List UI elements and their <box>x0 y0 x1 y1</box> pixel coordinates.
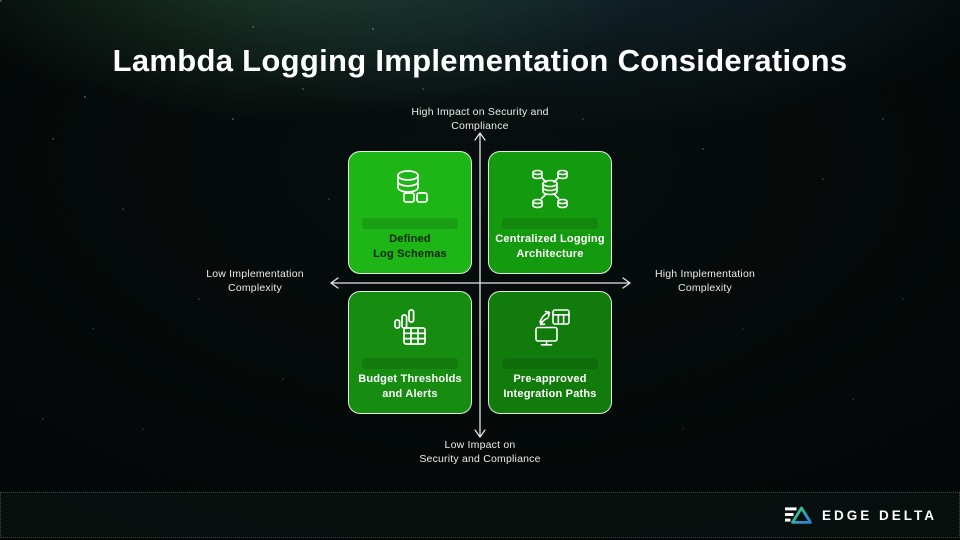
quadrant-card-label: Pre-approved Integration Paths <box>503 373 597 400</box>
axis-label-high-complexity: High Implementation Complexity <box>654 268 756 295</box>
quadrant-card-centralized-logging: Centralized Logging Architecture <box>488 151 612 274</box>
bar-chart-table-icon <box>387 305 433 351</box>
star-field-decoration <box>0 0 2 2</box>
edge-delta-logo: EDGE DELTA <box>784 505 937 525</box>
quadrant-card-preapproved-integration: Pre-approved Integration Paths <box>488 291 612 414</box>
brand-name: EDGE DELTA <box>821 507 937 523</box>
ghost-highlight <box>502 358 598 369</box>
page-title: Lambda Logging Implementation Considerat… <box>112 43 848 78</box>
database-icon <box>387 165 433 211</box>
ghost-highlight <box>362 358 458 369</box>
distributed-database-icon <box>527 165 573 211</box>
monitor-sync-icon <box>527 305 573 351</box>
quadrant-card-label: Defined Log Schemas <box>373 233 447 260</box>
footer-band: EDGE DELTA <box>0 492 960 538</box>
quadrant-axes-arrows <box>330 132 631 438</box>
axis-label-low-complexity: Low Implementation Complexity <box>206 268 304 295</box>
quadrant-card-label: Centralized Logging Architecture <box>495 233 605 260</box>
quadrant-card-budget-thresholds: Budget Thresholds and Alerts <box>348 291 472 414</box>
edge-delta-logo-icon <box>784 506 812 524</box>
ghost-highlight <box>502 218 598 229</box>
axis-label-high-impact: High Impact on Security and Compliance <box>411 106 549 133</box>
axis-label-low-impact: Low Impact on Security and Compliance <box>419 439 541 466</box>
quadrant-card-defined-log-schemas: Defined Log Schemas <box>348 151 472 274</box>
ghost-highlight <box>362 218 458 229</box>
quadrant-card-label: Budget Thresholds and Alerts <box>358 373 462 400</box>
